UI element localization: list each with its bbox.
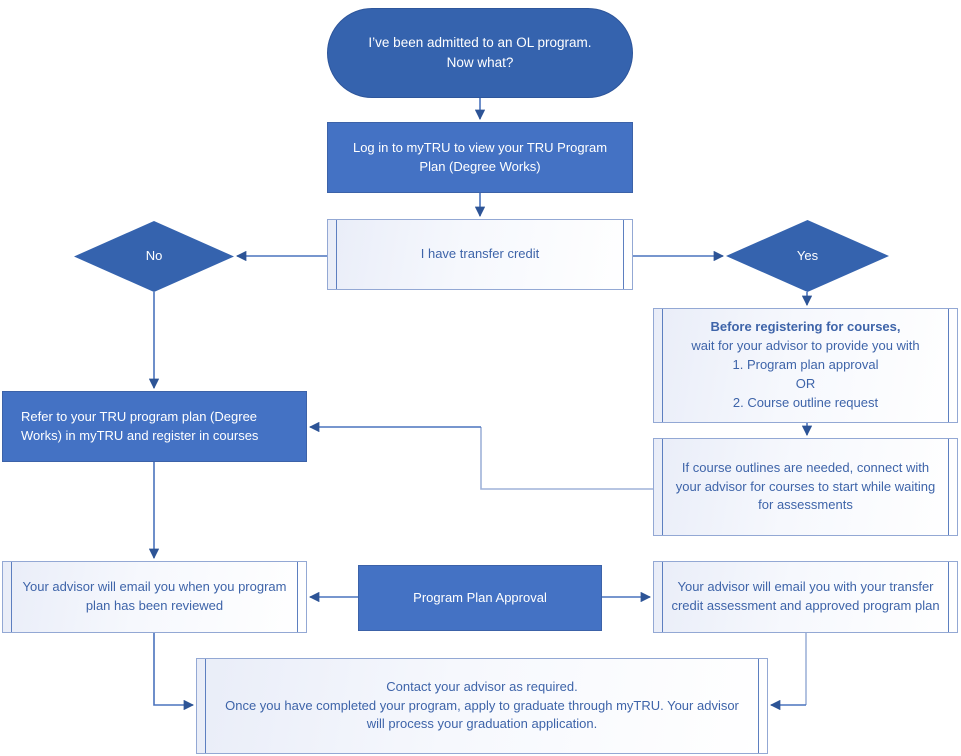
- before-registering-body: wait for your advisor to provide you wit…: [691, 338, 920, 410]
- transfer-credit-node: I have transfer credit: [327, 219, 633, 290]
- plan-reviewed-label: Your advisor will email you when you pro…: [22, 579, 287, 613]
- yes-decision-diamond: Yes: [726, 220, 889, 292]
- plan-reviewed-node: Your advisor will email you when you pro…: [2, 561, 307, 633]
- program-plan-approval-label: Program Plan Approval: [413, 589, 547, 605]
- no-decision-diamond: No: [74, 221, 234, 292]
- before-registering-node: Before registering for courses, wait for…: [653, 308, 958, 423]
- refer-program-plan-label: Refer to your TRU program plan (Degree W…: [21, 408, 259, 443]
- before-registering-title: Before registering for courses,: [710, 319, 901, 335]
- yes-label: Yes: [796, 247, 819, 263]
- refer-program-plan-node: Refer to your TRU program plan (Degree W…: [2, 391, 307, 462]
- login-node: Log in to myTRU to view your TRU Program…: [327, 122, 633, 193]
- course-outlines-label: If course outlines are needed, connect w…: [675, 459, 936, 513]
- graduation-label: Contact your advisor as required. Once y…: [225, 678, 739, 732]
- connector-reviewed-graduation: [153, 633, 195, 711]
- start-node-label: I’ve been admitted to an OL program. Now…: [368, 35, 592, 70]
- start-node: I’ve been admitted to an OL program. Now…: [327, 8, 633, 98]
- program-plan-approval-node: Program Plan Approval: [358, 565, 602, 631]
- login-node-label: Log in to myTRU to view your TRU Program…: [352, 139, 608, 174]
- credit-assessment-node: Your advisor will email you with your tr…: [653, 561, 958, 633]
- graduation-node: Contact your advisor as required. Once y…: [196, 658, 768, 754]
- connector-outlines-elbow: [480, 427, 653, 490]
- no-label: No: [145, 248, 163, 264]
- credit-assessment-label: Your advisor will email you with your tr…: [671, 579, 940, 613]
- transfer-credit-label: I have transfer credit: [420, 246, 540, 262]
- course-outlines-node: If course outlines are needed, connect w…: [653, 438, 958, 536]
